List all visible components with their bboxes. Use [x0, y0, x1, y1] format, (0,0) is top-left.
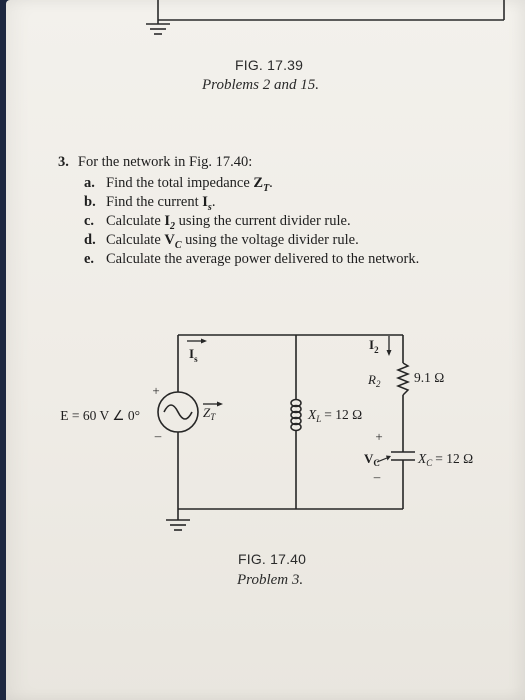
inductor-icon	[290, 398, 302, 432]
source-minus: –	[154, 428, 162, 443]
problem-stem-text: For the network in Fig. 17.40:	[77, 154, 253, 170]
part-text: Calculate the average power delivered to…	[106, 251, 420, 267]
part-letter: d.	[84, 232, 96, 248]
vc-arrow-icon	[376, 455, 391, 463]
problem-number: 3.	[58, 154, 69, 170]
xc-label: XC= 12 Ω	[417, 451, 473, 468]
part-d: d. Calculate VC using the voltage divider…	[84, 232, 359, 251]
part-text: Find the total impedance ZT.	[106, 175, 273, 194]
part-letter: b.	[84, 194, 96, 210]
figure-label-17-39: FIG. 17.39	[235, 57, 304, 73]
zt-arrow-icon	[203, 401, 223, 407]
vc-label: VC	[364, 451, 380, 468]
vc-plus: +	[375, 429, 382, 444]
part-c: c. Calculate I2 using the current divider…	[84, 213, 351, 232]
part-a: a. Find the total impedance ZT.	[84, 175, 273, 194]
circuit-diagram: E = 60 V ∠ 0° + – Is ZT XL= 12 Ω I2 R2 9…	[60, 334, 473, 531]
part-text: Calculate I2 using the current divider r…	[106, 213, 351, 232]
current-i2-arrow-icon	[386, 336, 392, 356]
problem-stem: 3. For the network in Fig. 17.40:	[58, 154, 252, 171]
figure-label-17-40: FIG. 17.40	[238, 551, 307, 567]
textbook-page: FIG. 17.39 Problems 2 and 15. 3. For the …	[6, 0, 525, 700]
figure-caption-17-40: Problem 3.	[237, 572, 304, 588]
ac-source-icon	[157, 391, 199, 433]
current-is-label: Is	[189, 346, 198, 364]
vc-minus: –	[373, 469, 381, 484]
current-is-arrow-icon	[187, 338, 207, 344]
part-text: Find the current Is.	[106, 194, 216, 213]
source-label: E = 60 V ∠ 0°	[60, 408, 140, 423]
part-b: b. Find the current Is.	[84, 194, 215, 213]
figure-caption-17-39: Problems 2 and 15.	[202, 77, 319, 93]
part-e: e. Calculate the average power delivered …	[84, 251, 419, 268]
previous-figure-fragment	[146, 0, 505, 35]
r2-label: R2	[367, 372, 381, 389]
source-plus: +	[152, 383, 159, 398]
resistor-icon	[395, 362, 411, 396]
r2-value: 9.1 Ω	[414, 370, 444, 385]
part-letter: e.	[84, 251, 95, 267]
ground-icon	[166, 519, 190, 531]
xl-label: XL= 12 Ω	[307, 407, 362, 424]
part-letter: a.	[84, 175, 95, 191]
ground-icon	[146, 23, 170, 35]
capacitor-icon	[391, 451, 415, 461]
current-i2-label: I2	[369, 337, 379, 355]
part-letter: c.	[84, 213, 95, 229]
part-text: Calculate VC using the voltage divider r…	[106, 232, 359, 251]
zt-label: ZT	[203, 405, 216, 422]
